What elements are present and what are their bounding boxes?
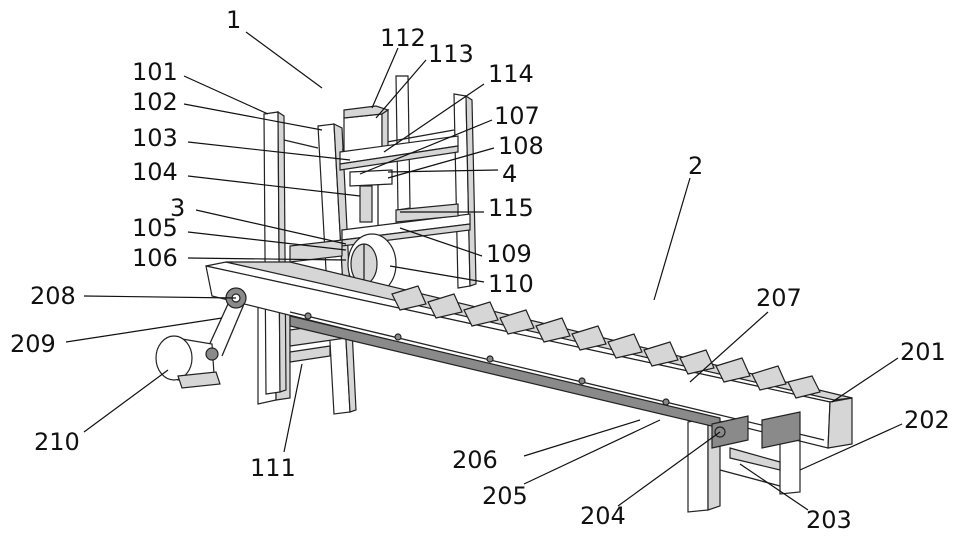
- leader-1: [246, 32, 322, 88]
- guide-rod: [360, 186, 372, 222]
- label-208: 208: [30, 282, 76, 310]
- rear-crossbar: [730, 448, 780, 470]
- label-102: 102: [132, 88, 178, 116]
- label-106: 106: [132, 244, 178, 272]
- leader-102: [184, 104, 322, 130]
- slide-block: [350, 170, 392, 186]
- label-107: 107: [494, 102, 540, 130]
- label-105: 105: [132, 214, 178, 242]
- label-210: 210: [34, 428, 80, 456]
- rear-leg-back: [780, 436, 800, 494]
- label-203: 203: [806, 506, 852, 534]
- upright-left-side: [278, 112, 286, 392]
- label-202: 202: [904, 406, 950, 434]
- leader-101: [184, 76, 268, 114]
- roller: [579, 378, 585, 384]
- label-1: 1: [226, 6, 241, 34]
- label-4: 4: [502, 160, 517, 188]
- frame-base-bar: [290, 346, 330, 362]
- label-111: 111: [250, 454, 296, 482]
- frame-top-rail: [284, 140, 318, 148]
- roller: [663, 399, 669, 405]
- label-108: 108: [498, 132, 544, 160]
- rear-brace: [720, 470, 780, 486]
- drive-chain-right: [222, 304, 244, 356]
- leader-210: [84, 370, 168, 432]
- label-112: 112: [380, 24, 426, 52]
- label-204: 204: [580, 502, 626, 530]
- label-205: 205: [482, 482, 528, 510]
- label-103: 103: [132, 124, 178, 152]
- rear-leg-front: [688, 418, 708, 512]
- label-2: 2: [688, 152, 703, 180]
- label-104: 104: [132, 158, 178, 186]
- conveyor-end-plate: [828, 398, 852, 448]
- label-115: 115: [488, 194, 534, 222]
- leader-205: [524, 420, 660, 484]
- drive-unit: [156, 288, 246, 388]
- label-201: 201: [900, 338, 946, 366]
- roller: [395, 334, 401, 340]
- cutter-assembly: [290, 106, 470, 294]
- motor-box-side: [382, 110, 388, 150]
- label-113: 113: [428, 40, 474, 68]
- label-207: 207: [756, 284, 802, 312]
- reference-numerals: 1 2 3 4 101 102 103 104 105 106 107 108 …: [10, 6, 950, 534]
- roller: [487, 356, 493, 362]
- upright-left: [264, 112, 280, 394]
- leader-2: [654, 178, 690, 300]
- label-110: 110: [488, 270, 534, 298]
- leader-209: [66, 318, 222, 342]
- motor-endcap: [156, 336, 192, 380]
- roller: [305, 313, 311, 319]
- leader-201: [832, 358, 898, 402]
- leader-112: [372, 48, 398, 108]
- label-109: 109: [486, 240, 532, 268]
- label-209: 209: [10, 330, 56, 358]
- motor-pulley: [206, 348, 218, 360]
- label-114: 114: [488, 60, 534, 88]
- label-101: 101: [132, 58, 178, 86]
- label-206: 206: [452, 446, 498, 474]
